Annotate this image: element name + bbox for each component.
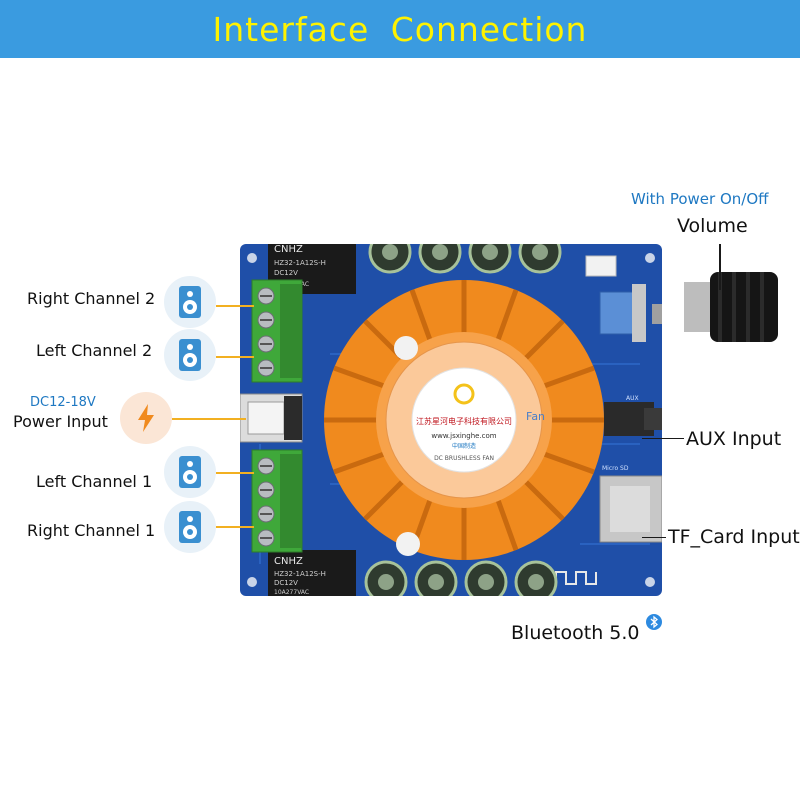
- speaker-icon: [164, 276, 216, 328]
- speaker-icon: [164, 446, 216, 498]
- svg-text:10A277VAC: 10A277VAC: [274, 589, 309, 596]
- svg-text:Micro SD: Micro SD: [602, 465, 629, 472]
- volume-knob: [684, 272, 778, 342]
- leader-power-input: [172, 418, 246, 420]
- label-volume: Volume: [677, 215, 748, 237]
- leader-right-channel-2: [216, 305, 254, 307]
- label-power-input: Power Input: [13, 412, 108, 431]
- label-right-channel-2: Right Channel 2: [27, 289, 156, 308]
- svg-text:江苏星河电子科技有限公司: 江苏星河电子科技有限公司: [416, 416, 512, 426]
- bluetooth-icon: [646, 614, 662, 630]
- svg-text:DC BRUSHLESS FAN: DC BRUSHLESS FAN: [434, 455, 494, 462]
- fan-silk-label: Fan: [526, 410, 545, 423]
- relay-bottom: CNHZ HZ32-1A12S-H DC12V 10A277VAC: [268, 550, 356, 596]
- leader-left-channel-2: [216, 356, 254, 358]
- terminal-block-bottom: [251, 449, 303, 553]
- tf-card-slot: Micro SD: [599, 465, 662, 543]
- label-tf-card-input: TF_Card Input: [668, 526, 800, 548]
- svg-text:HZ32-1A12S-H: HZ32-1A12S-H: [274, 570, 326, 578]
- label-power-voltage: DC12-18V: [30, 395, 96, 410]
- amplifier-board-image: CNHZ HZ32-1A12S-H DC12V 10A277VAC CNHZ H…: [240, 244, 662, 596]
- aux-jack: AUX: [604, 395, 662, 436]
- label-aux-input: AUX Input: [686, 428, 782, 450]
- svg-text:中国制造: 中国制造: [452, 442, 476, 450]
- terminal-block-top: [251, 279, 303, 383]
- relay-bottom-brand: CNHZ: [274, 556, 303, 567]
- speaker-icon: [164, 329, 216, 381]
- speaker-icon: [164, 501, 216, 553]
- svg-text:AUX: AUX: [626, 395, 639, 402]
- capacitors-top: [368, 244, 562, 274]
- leader-volume: [719, 244, 721, 290]
- label-left-channel-1: Left Channel 1: [36, 472, 153, 491]
- svg-text:HZ32-1A12S-H: HZ32-1A12S-H: [274, 259, 326, 267]
- svg-text:DC12V: DC12V: [274, 579, 298, 587]
- bluetooth-antenna: [555, 571, 597, 585]
- lightning-bolt-icon: [120, 392, 172, 444]
- svg-text:www.jsxinghe.com: www.jsxinghe.com: [431, 432, 496, 440]
- label-volume-note: With Power On/Off: [631, 190, 769, 208]
- leader-aux-input: [642, 438, 684, 439]
- dc-power-jack: [240, 393, 303, 443]
- volume-potentiometer: [599, 284, 662, 342]
- leader-left-channel-1: [216, 472, 254, 474]
- header-banner: Interface Connection: [0, 0, 800, 58]
- relay-top-brand: CNHZ: [274, 244, 303, 255]
- svg-text:DC12V: DC12V: [274, 269, 298, 277]
- page-title: Interface Connection: [212, 9, 588, 49]
- cooling-fan: 江苏星河电子科技有限公司 www.jsxinghe.com 中国制造 DC BR…: [385, 341, 545, 499]
- leader-right-channel-1: [216, 526, 254, 528]
- label-bluetooth: Bluetooth 5.0: [511, 622, 640, 644]
- label-right-channel-1: Right Channel 1: [27, 521, 156, 540]
- capacitors-bottom: [364, 560, 558, 596]
- label-left-channel-2: Left Channel 2: [36, 341, 153, 360]
- fan-connector: [585, 255, 617, 277]
- leader-tf-card-input: [642, 537, 666, 538]
